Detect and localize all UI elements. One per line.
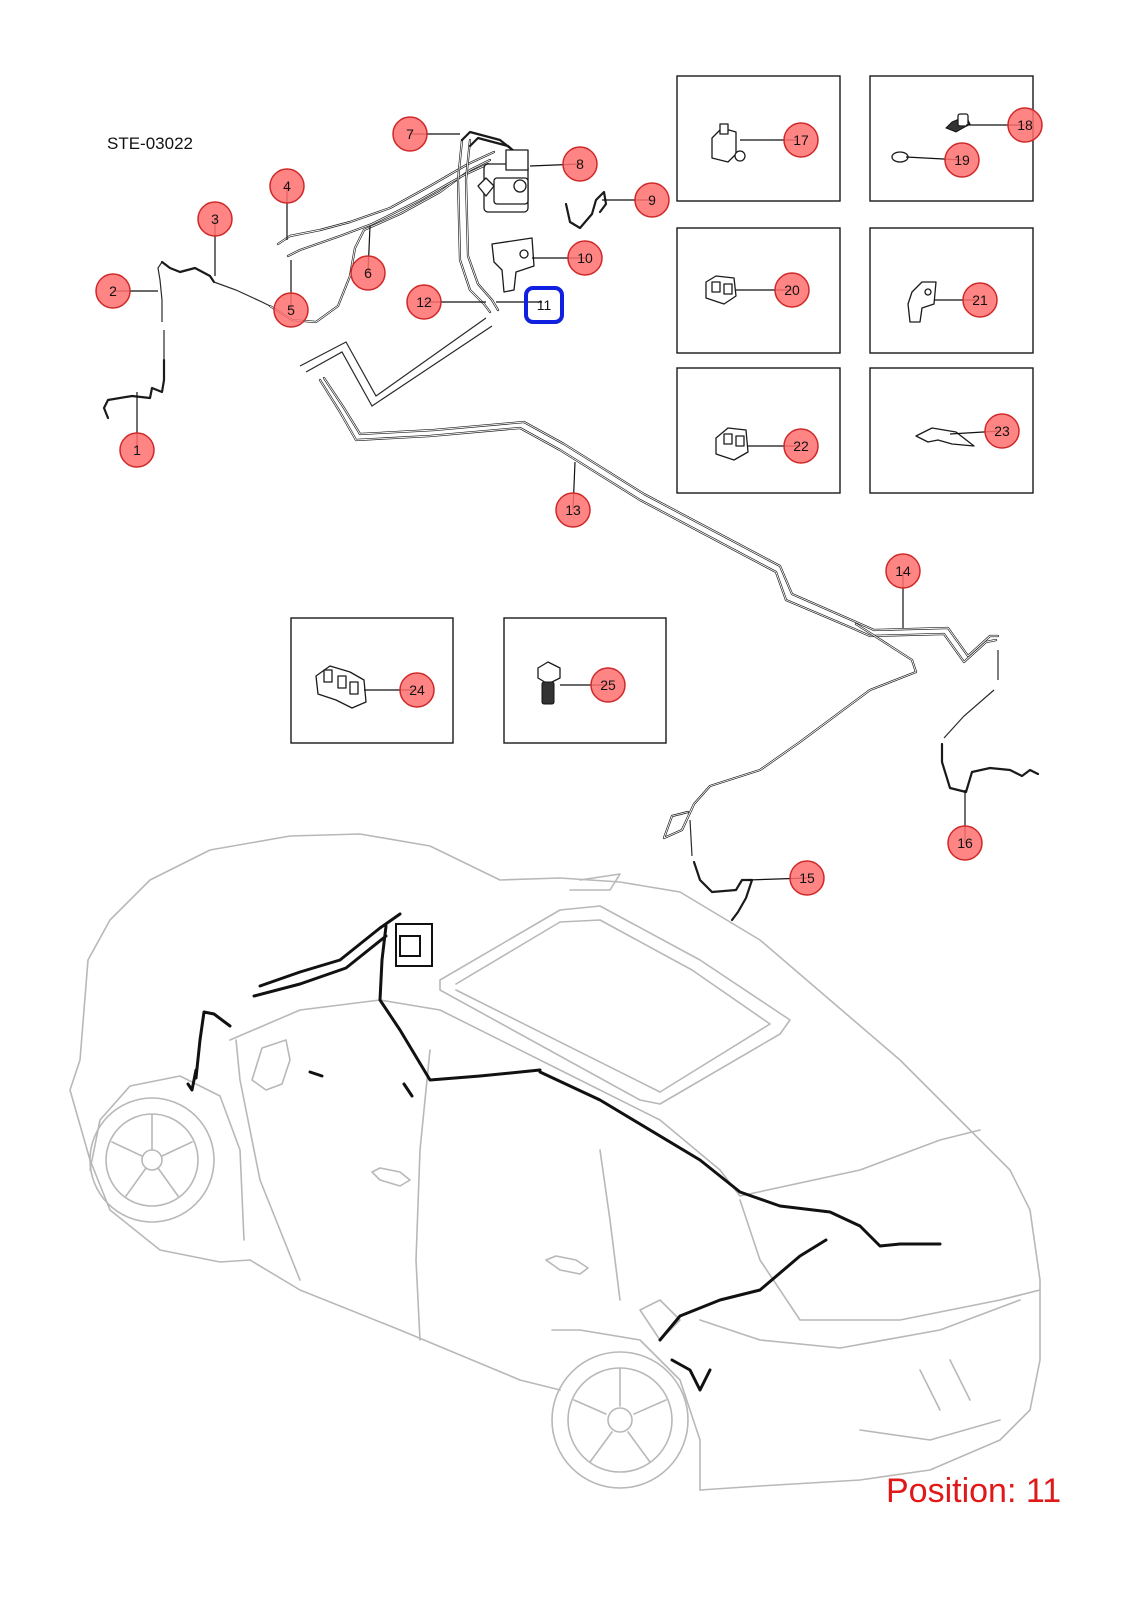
callout-marker[interactable] [269,168,305,204]
callout-21[interactable]: 21 [962,282,998,318]
callout-label: 23 [994,423,1010,439]
callout-label: 3 [211,211,219,227]
callout-marker[interactable] [350,255,386,291]
callout-label: 18 [1017,117,1033,133]
callout-label: 1 [133,442,141,458]
part-box-21 [869,227,1034,354]
callout-label: 5 [287,302,295,318]
callout-marker[interactable] [119,432,155,468]
callout-marker[interactable] [197,201,233,237]
drawing-id: STE-03022 [107,134,193,153]
callout-marker[interactable] [944,142,980,178]
callout-13[interactable]: 13 [555,492,591,528]
callout-marker[interactable] [947,825,983,861]
callout-15[interactable]: 15 [789,860,825,896]
callout-marker[interactable] [562,146,598,182]
callout-label: 9 [648,192,656,208]
selected-callout-highlight [524,286,564,324]
callout-10[interactable]: 10 [567,240,603,276]
callout-label: 12 [416,294,432,310]
callout-6[interactable]: 6 [350,255,386,291]
callout-label: 15 [799,870,815,886]
rear-brake-lines [318,376,1040,922]
callout-label: 16 [957,835,973,851]
callout-label: 17 [793,132,809,148]
callout-marker[interactable] [567,240,603,276]
callout-label: 22 [793,438,809,454]
callout-14[interactable]: 14 [885,553,921,589]
callout-5[interactable]: 5 [273,292,309,328]
callout-17[interactable]: 17 [783,122,819,158]
callout-marker[interactable] [590,667,626,703]
callout-label: 24 [409,682,425,698]
callout-marker[interactable] [962,282,998,318]
callout-label: 8 [576,156,584,172]
callout-23[interactable]: 23 [984,413,1020,449]
callout-20[interactable]: 20 [774,272,810,308]
callout-marker[interactable] [634,182,670,218]
part-box-22 [676,367,841,494]
callout-label: 21 [972,292,988,308]
callout-11[interactable]: 11 [537,297,552,313]
callout-25[interactable]: 25 [590,667,626,703]
callout-16[interactable]: 16 [947,825,983,861]
part-box-25 [503,617,667,744]
callout-label: 4 [283,178,291,194]
callout-marker[interactable] [273,292,309,328]
callout-2[interactable]: 2 [95,273,131,309]
callout-label: 20 [784,282,800,298]
callout-12[interactable]: 12 [406,284,442,320]
front-brake-lines [102,130,608,420]
position-label: Position: 11 [886,1472,1061,1510]
part-box-18-19 [869,75,1034,202]
callout-marker[interactable] [783,122,819,158]
callout-label: 13 [565,502,581,518]
callout-7[interactable]: 7 [392,116,428,152]
callout-label: 19 [954,152,970,168]
callout-label: 11 [537,297,552,313]
callout-marker[interactable] [783,428,819,464]
vehicle-outline [69,833,1041,1491]
callout-marker[interactable] [774,272,810,308]
callout-marker[interactable] [1007,107,1043,143]
callout-8[interactable]: 8 [562,146,598,182]
callout-label: 25 [600,677,616,693]
hydraulic-unit [477,149,529,213]
vehicle-brake-lines [186,912,942,1392]
callout-marker[interactable] [984,413,1020,449]
callout-24[interactable]: 24 [399,672,435,708]
callout-marker[interactable] [392,116,428,152]
callout-marker[interactable] [399,672,435,708]
callout-label: 2 [109,283,117,299]
callout-label: 7 [406,126,414,142]
callout-label: 14 [895,563,911,579]
callout-18[interactable]: 18 [1007,107,1043,143]
callout-marker[interactable] [789,860,825,896]
callout-9[interactable]: 9 [634,182,670,218]
bracket [491,237,535,293]
callout-22[interactable]: 22 [783,428,819,464]
callout-label: 6 [364,265,372,281]
callout-marker[interactable] [885,553,921,589]
callout-19[interactable]: 19 [944,142,980,178]
callout-marker[interactable] [555,492,591,528]
callout-marker[interactable] [95,273,131,309]
callout-4[interactable]: 4 [269,168,305,204]
callout-label: 10 [577,250,593,266]
callout-3[interactable]: 3 [197,201,233,237]
callout-1[interactable]: 1 [119,432,155,468]
callout-marker[interactable] [406,284,442,320]
